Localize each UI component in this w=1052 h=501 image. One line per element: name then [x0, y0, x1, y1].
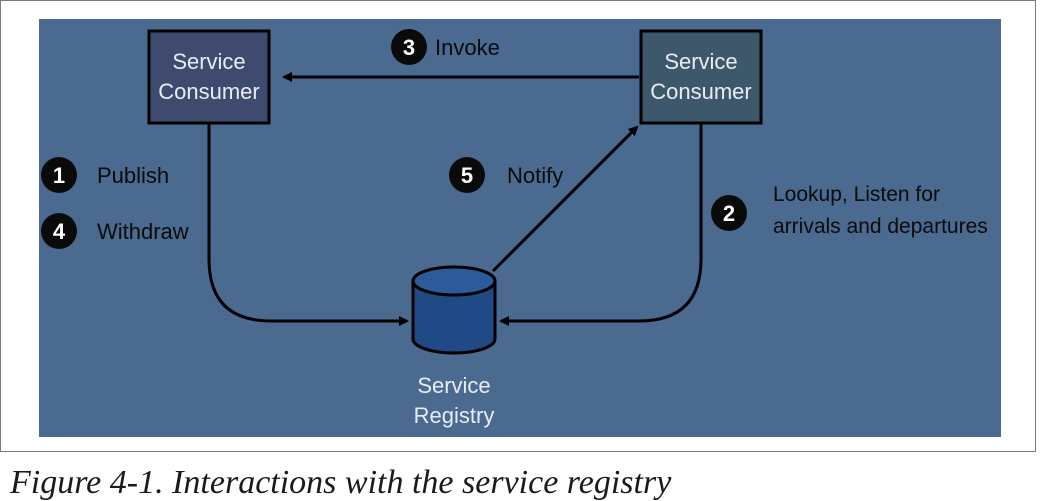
step-lookup-label-line2: arrivals and departures [773, 215, 988, 238]
service-consumer-left-line2: Consumer [158, 79, 259, 104]
service-consumer-right-box [639, 29, 763, 125]
lookup-arrow [499, 123, 703, 326]
step-notify-badge [449, 157, 485, 193]
diagram-svg: Service Consumer Service Consumer Servic… [41, 29, 988, 428]
service-registry: Service Registry [411, 265, 497, 428]
step-lookup: 2 Lookup, Listen for arrivals and depart… [711, 183, 988, 238]
service-consumer-right-line2: Consumer [650, 79, 751, 104]
service-consumer-left-box [147, 29, 271, 125]
step-withdraw-number: 4 [53, 219, 66, 244]
database-icon-top [411, 265, 497, 297]
notify-arrow [491, 125, 639, 273]
service-consumer-right: Service Consumer [639, 29, 763, 125]
step-lookup-badge [711, 195, 747, 231]
publish-withdraw-arrow [207, 123, 409, 326]
step-invoke: 3 Invoke [391, 29, 500, 65]
service-consumer-left: Service Consumer [147, 29, 271, 125]
step-invoke-badge [391, 29, 427, 65]
step-publish-badge [41, 157, 77, 193]
step-notify-label: Notify [507, 163, 563, 188]
service-registry-line1: Service [417, 373, 490, 398]
service-consumer-right-line1: Service [664, 49, 737, 74]
figure-caption: Figure 4-1. Interactions with the servic… [10, 464, 672, 501]
step-publish: 1 Publish [41, 157, 169, 193]
step-lookup-label-line1: Lookup, Listen for [773, 183, 940, 206]
diagram-canvas: Service Consumer Service Consumer Servic… [39, 19, 1001, 437]
step-notify: 5 Notify [449, 157, 563, 193]
step-publish-label: Publish [97, 163, 169, 188]
step-publish-number: 1 [53, 163, 65, 188]
step-lookup-number: 2 [723, 201, 735, 226]
step-invoke-label: Invoke [435, 35, 500, 60]
step-invoke-number: 3 [403, 35, 415, 60]
step-withdraw: 4 Withdraw [41, 213, 189, 249]
step-withdraw-badge [41, 213, 77, 249]
service-registry-line2: Registry [414, 403, 495, 428]
service-consumer-left-line1: Service [172, 49, 245, 74]
figure-frame: Service Consumer Service Consumer Servic… [0, 0, 1036, 452]
step-notify-number: 5 [461, 163, 473, 188]
step-withdraw-label: Withdraw [97, 219, 189, 244]
database-icon [411, 281, 497, 355]
